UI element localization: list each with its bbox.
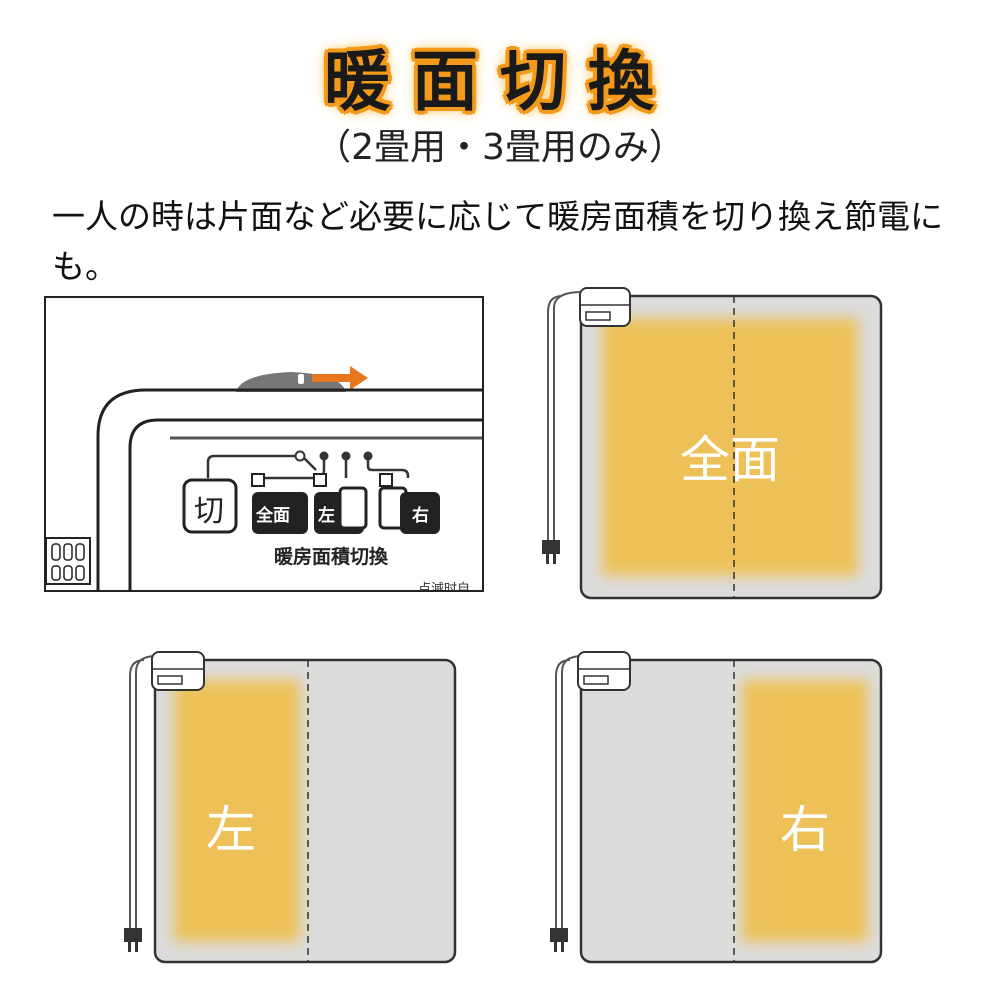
controller-zoom-illustration: 切 全面 左 右 暖房面積切換 点滅时自: [44, 296, 484, 592]
cut-off-text: 点滅时自: [418, 582, 471, 592]
arrow-right-icon: [312, 366, 368, 390]
right-button-shape: [400, 492, 440, 534]
page-subtitle: （2畳用・3畳用のみ）: [315, 127, 685, 168]
full-zone-label: 全面: [680, 431, 780, 489]
controller-icon: [579, 287, 631, 327]
right-label: 右: [412, 506, 429, 526]
description-text: 一人の時は片面など必要に応じて暖房面積を切り換え節電にも。: [52, 197, 943, 286]
left-zone-label: 左: [206, 801, 256, 859]
off-button-outline: [182, 478, 238, 534]
heating-panel-left: 左: [114, 650, 474, 1000]
controller-icon: [577, 651, 631, 691]
plug-icon: [542, 540, 560, 554]
plug-icon: [550, 928, 568, 942]
heating-panel-full: 全面: [540, 282, 900, 632]
left-label: 左: [318, 506, 335, 526]
full-button-shape: [252, 492, 308, 534]
controller-drawing: [46, 366, 482, 590]
panel-caption: 暖房面積切換: [274, 546, 389, 568]
heating-panel-right: 右: [540, 650, 900, 1000]
off-label: 切: [194, 494, 224, 529]
plug-icon: [124, 928, 142, 942]
controller-icon: [151, 651, 205, 691]
right-zone-label: 右: [780, 801, 830, 859]
page-title: 暖面切換: [324, 43, 676, 120]
full-label: 全面: [256, 506, 290, 526]
